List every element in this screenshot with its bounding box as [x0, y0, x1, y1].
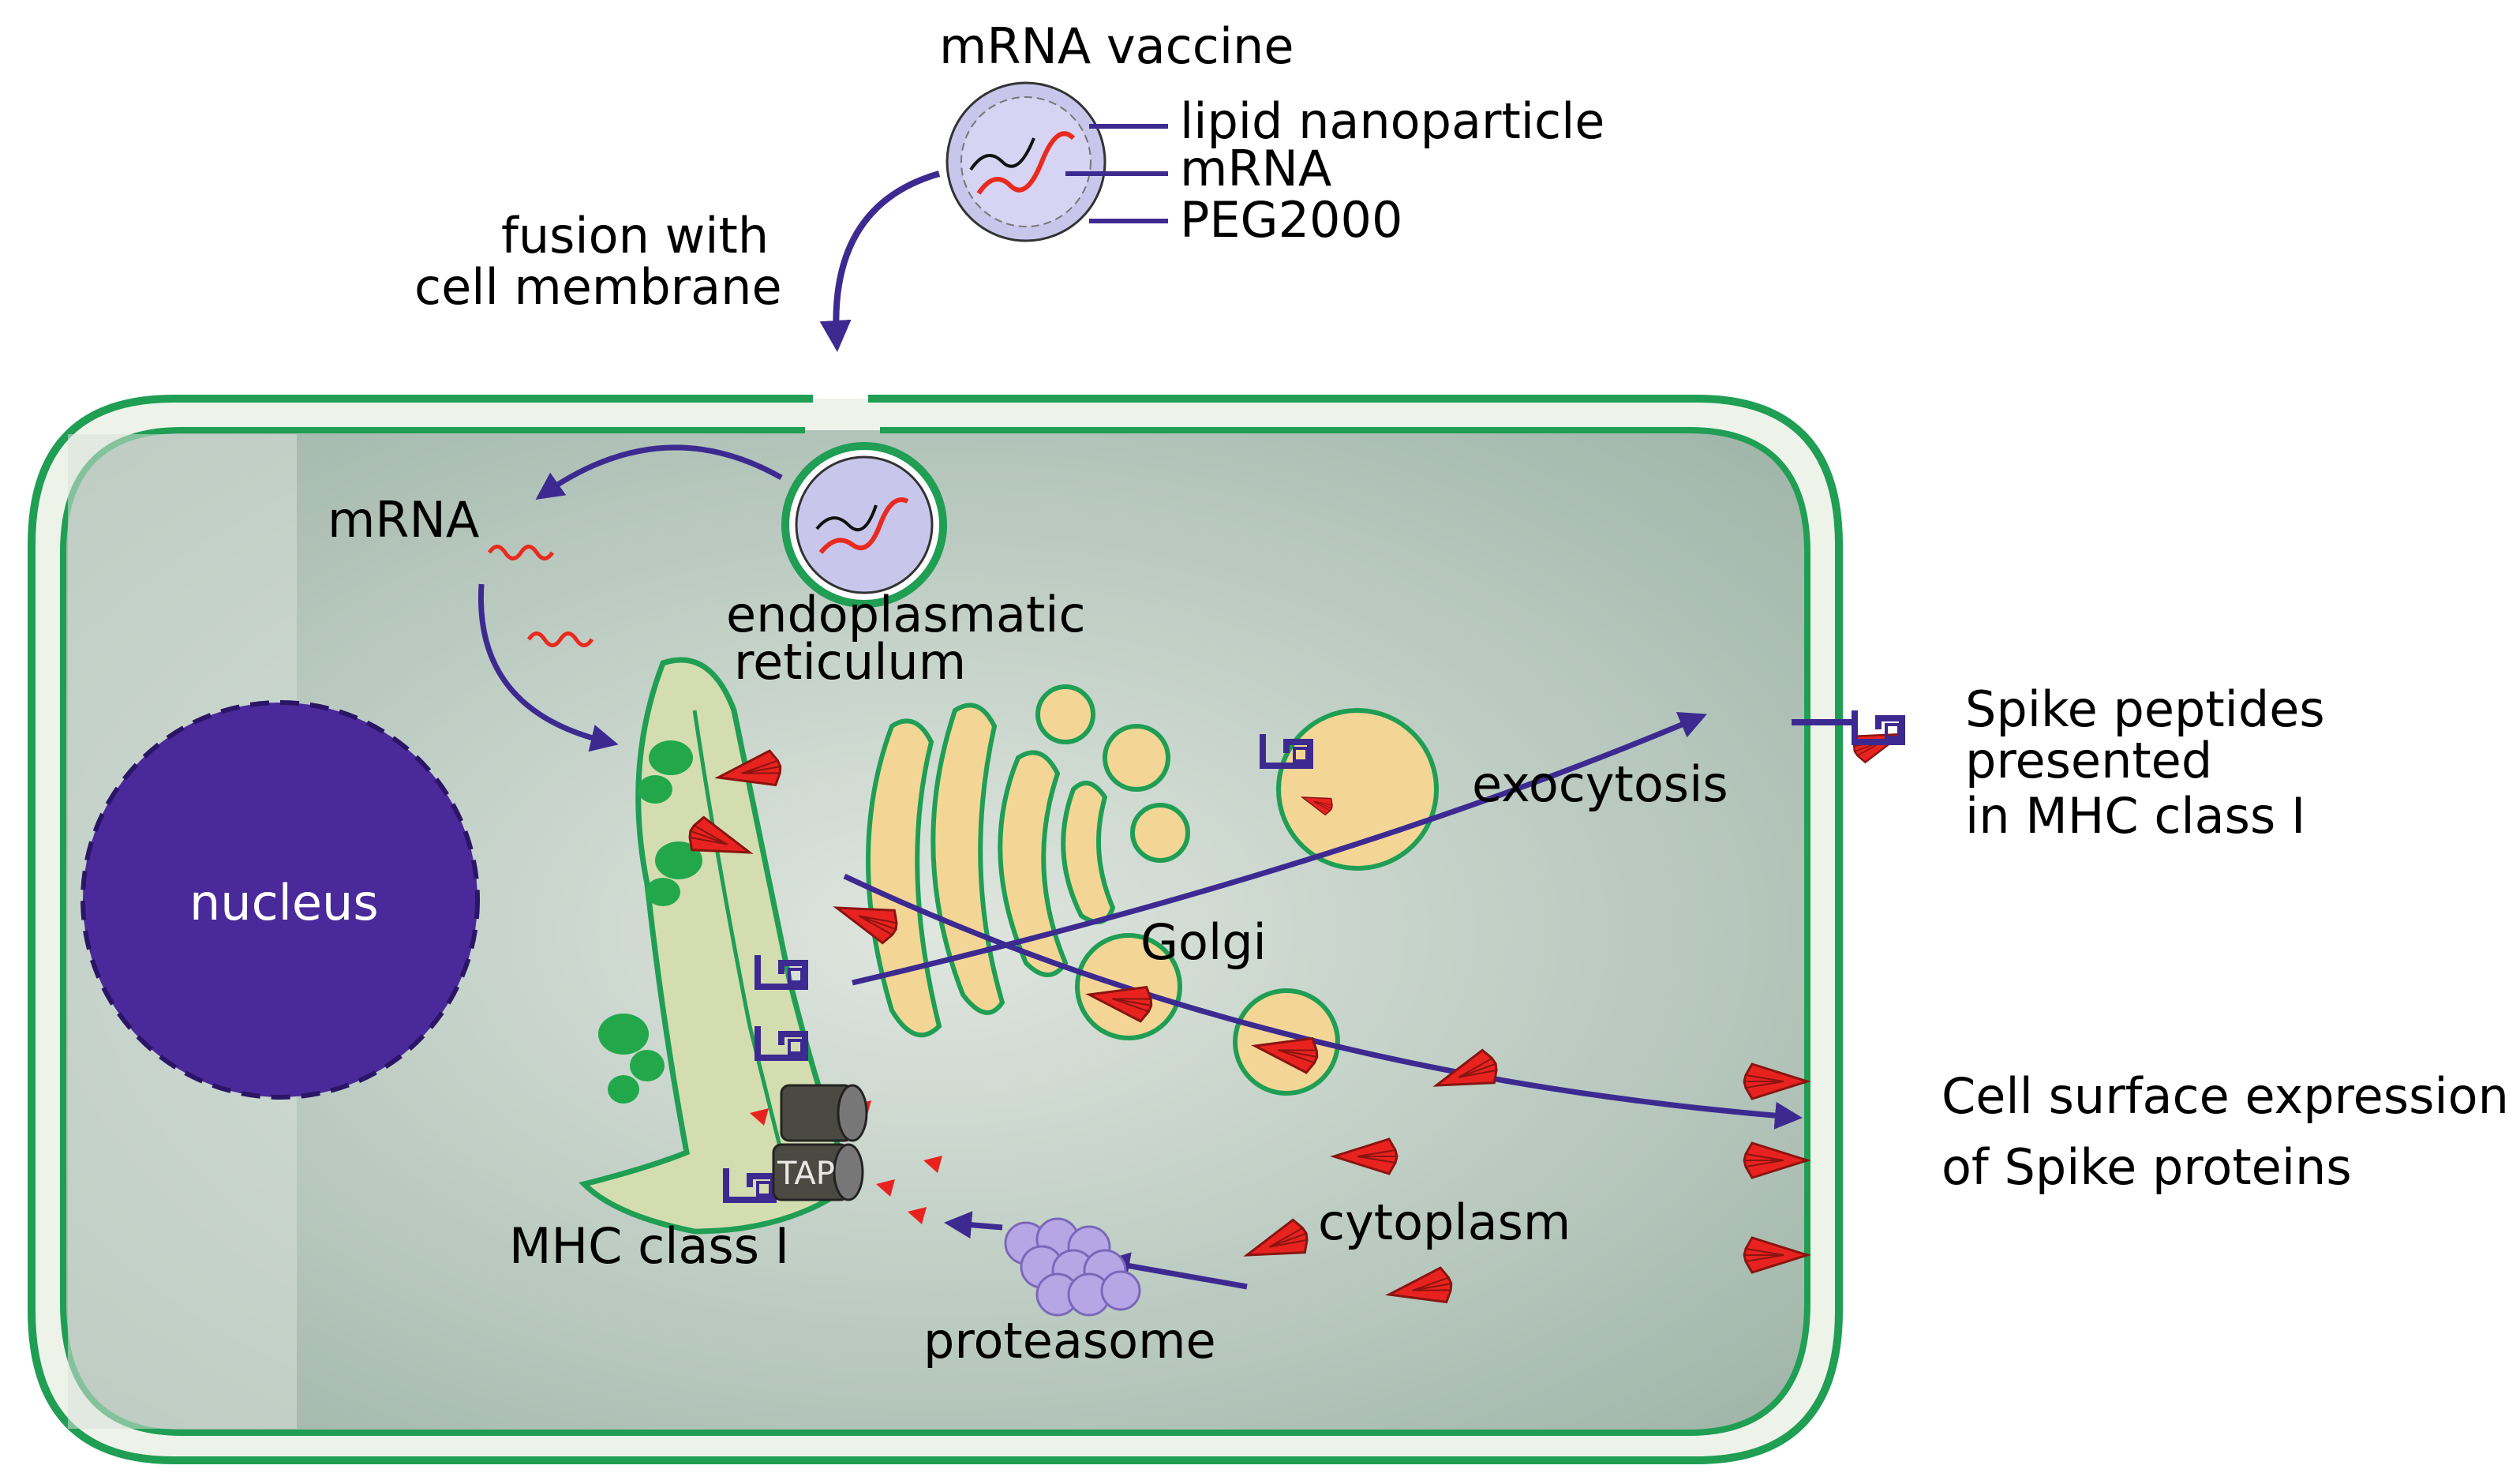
- cell: [28, 395, 1843, 1464]
- label-surface-2: of Spike proteins: [1941, 1138, 2352, 1196]
- proteasome: [1004, 1217, 1141, 1317]
- mrna-to-er-arrow: [477, 583, 619, 752]
- label-peg: PEG2000: [1180, 191, 1402, 249]
- label-mrna-cell: mRNA: [328, 491, 479, 549]
- label-spike-1: Spike peptides: [1965, 680, 2325, 738]
- tap-transporter: TAP: [772, 1084, 868, 1201]
- label-mrna-lnp: mRNA: [1180, 140, 1331, 197]
- label-exocytosis: exocytosis: [1472, 755, 1728, 813]
- label-fusion-2: cell membrane: [414, 258, 782, 316]
- lnp-in-membrane: [781, 442, 947, 608]
- mrna-strand-2: [526, 631, 594, 647]
- label-er-2: reticulum: [734, 633, 966, 691]
- surface-expression-arrow: [843, 873, 1803, 1130]
- label-nucleus: nucleus: [189, 874, 379, 931]
- label-mhc: MHC class I: [509, 1217, 789, 1275]
- label-fusion-1: fusion with: [501, 207, 769, 264]
- tap-label: TAP: [777, 1156, 835, 1192]
- mrna-strand-1: [487, 545, 555, 560]
- label-mrna-vaccine: mRNA vaccine: [939, 17, 1294, 75]
- nucleus: [81, 700, 480, 1100]
- proteasome-arrow: [1102, 1252, 1248, 1290]
- ribosomes: [598, 740, 702, 1104]
- mrna-release-arrow: [535, 444, 783, 500]
- label-golgi: Golgi: [1140, 913, 1267, 971]
- label-cytoplasm: cytoplasm: [1318, 1194, 1571, 1251]
- label-er-1: endoplasmatic: [726, 586, 1086, 643]
- label-lipid-nanoparticle: lipid nanoparticle: [1180, 92, 1604, 150]
- er-channel: [692, 710, 792, 1185]
- fusion-arrow: [819, 171, 941, 352]
- label-spike-3: in MHC class I: [1965, 787, 2305, 845]
- lipid-nanoparticle-outside: [945, 81, 1106, 242]
- exocytosis-arrow: [852, 712, 1707, 986]
- label-proteasome: proteasome: [923, 1312, 1216, 1370]
- label-surface-1: Cell surface expression: [1941, 1067, 2509, 1125]
- golgi-apparatus: [866, 703, 1116, 1038]
- label-spike-2: presented: [1965, 732, 2212, 789]
- peptide-arrow: [944, 1211, 1003, 1239]
